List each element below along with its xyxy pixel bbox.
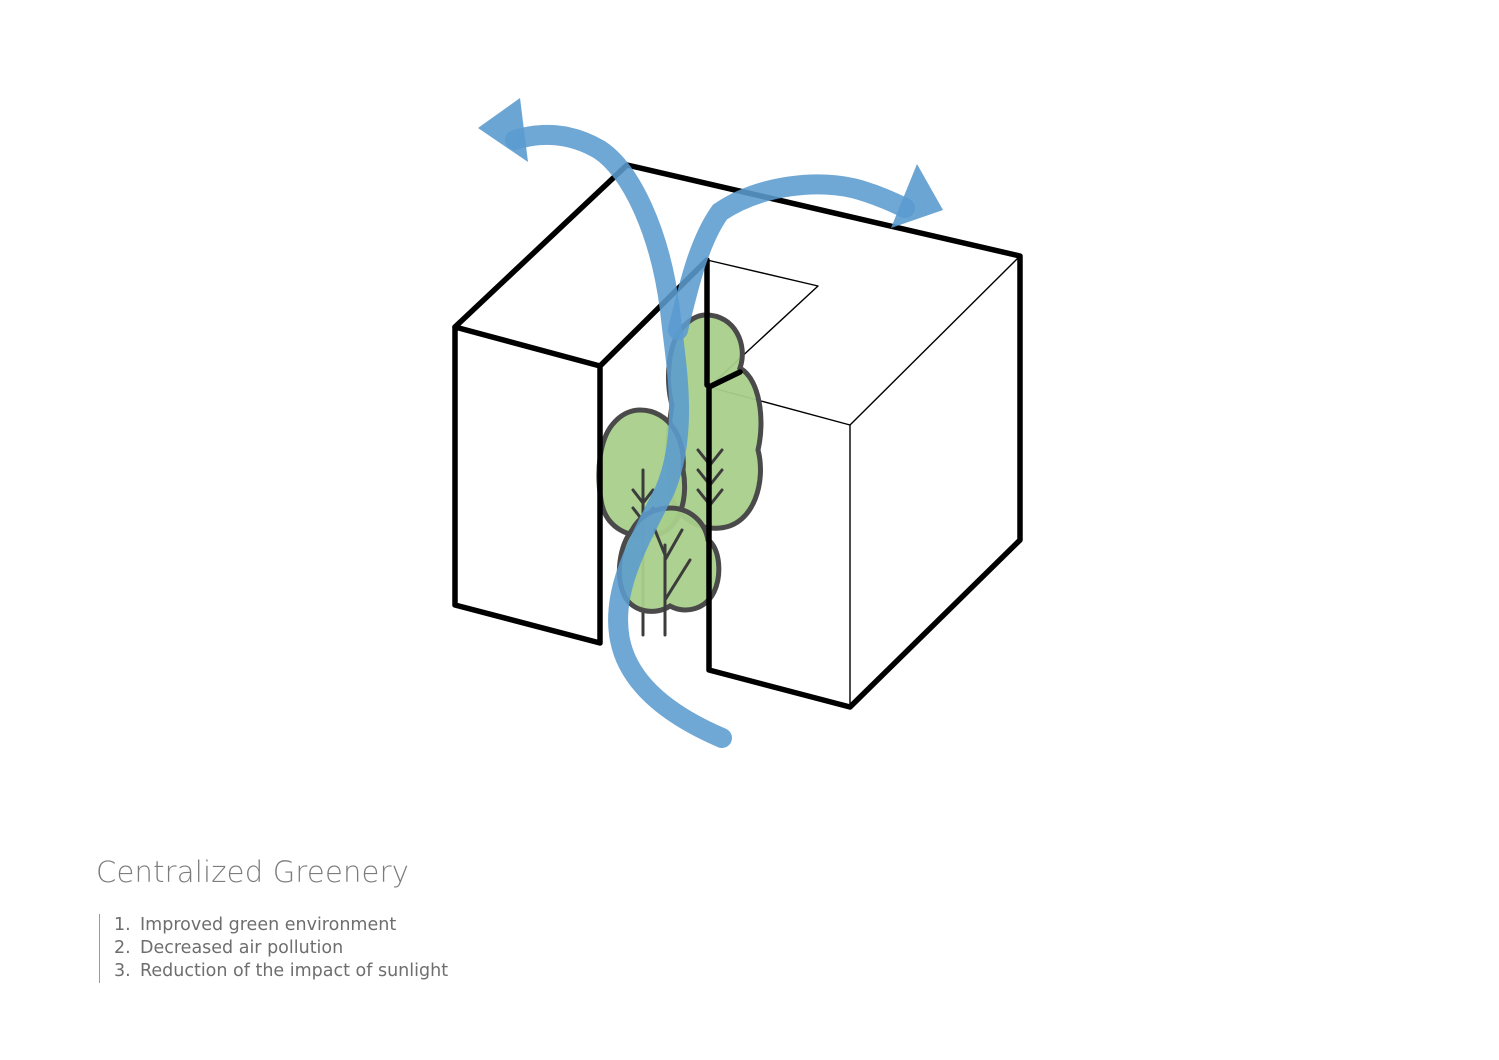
building-outline-main: [452, 162, 1023, 710]
list-item-text: Reduction of the impact of sunlight: [140, 961, 449, 981]
list-item: 2. Decreased air pollution: [114, 937, 448, 960]
benefit-list: 1. Improved green environment 2. Decreased…: [99, 914, 448, 983]
airflow-arrowheads: [478, 98, 943, 228]
tree-group: [596, 312, 764, 642]
airflow-arrow-icon: [505, 124, 915, 748]
list-item-text: Decreased air pollution: [140, 938, 344, 958]
airflow-path-left: [505, 124, 732, 748]
list-item-number: 1.: [114, 915, 131, 935]
arrowhead-left: [478, 98, 528, 162]
list-item-number: 2.: [114, 938, 131, 958]
list-item-number: 3.: [114, 961, 131, 981]
list-item-text: Improved green environment: [140, 915, 397, 935]
list-item: 3. Reduction of the impact of sunlight: [114, 960, 448, 983]
list-item: 1. Improved green environment: [114, 914, 448, 937]
airflow-path-right: [668, 174, 915, 340]
diagram-title: Centralized Greenery: [96, 855, 410, 889]
arrowhead-right: [891, 164, 943, 228]
caption: Centralized Greenery 1. Improved green en…: [96, 852, 696, 983]
